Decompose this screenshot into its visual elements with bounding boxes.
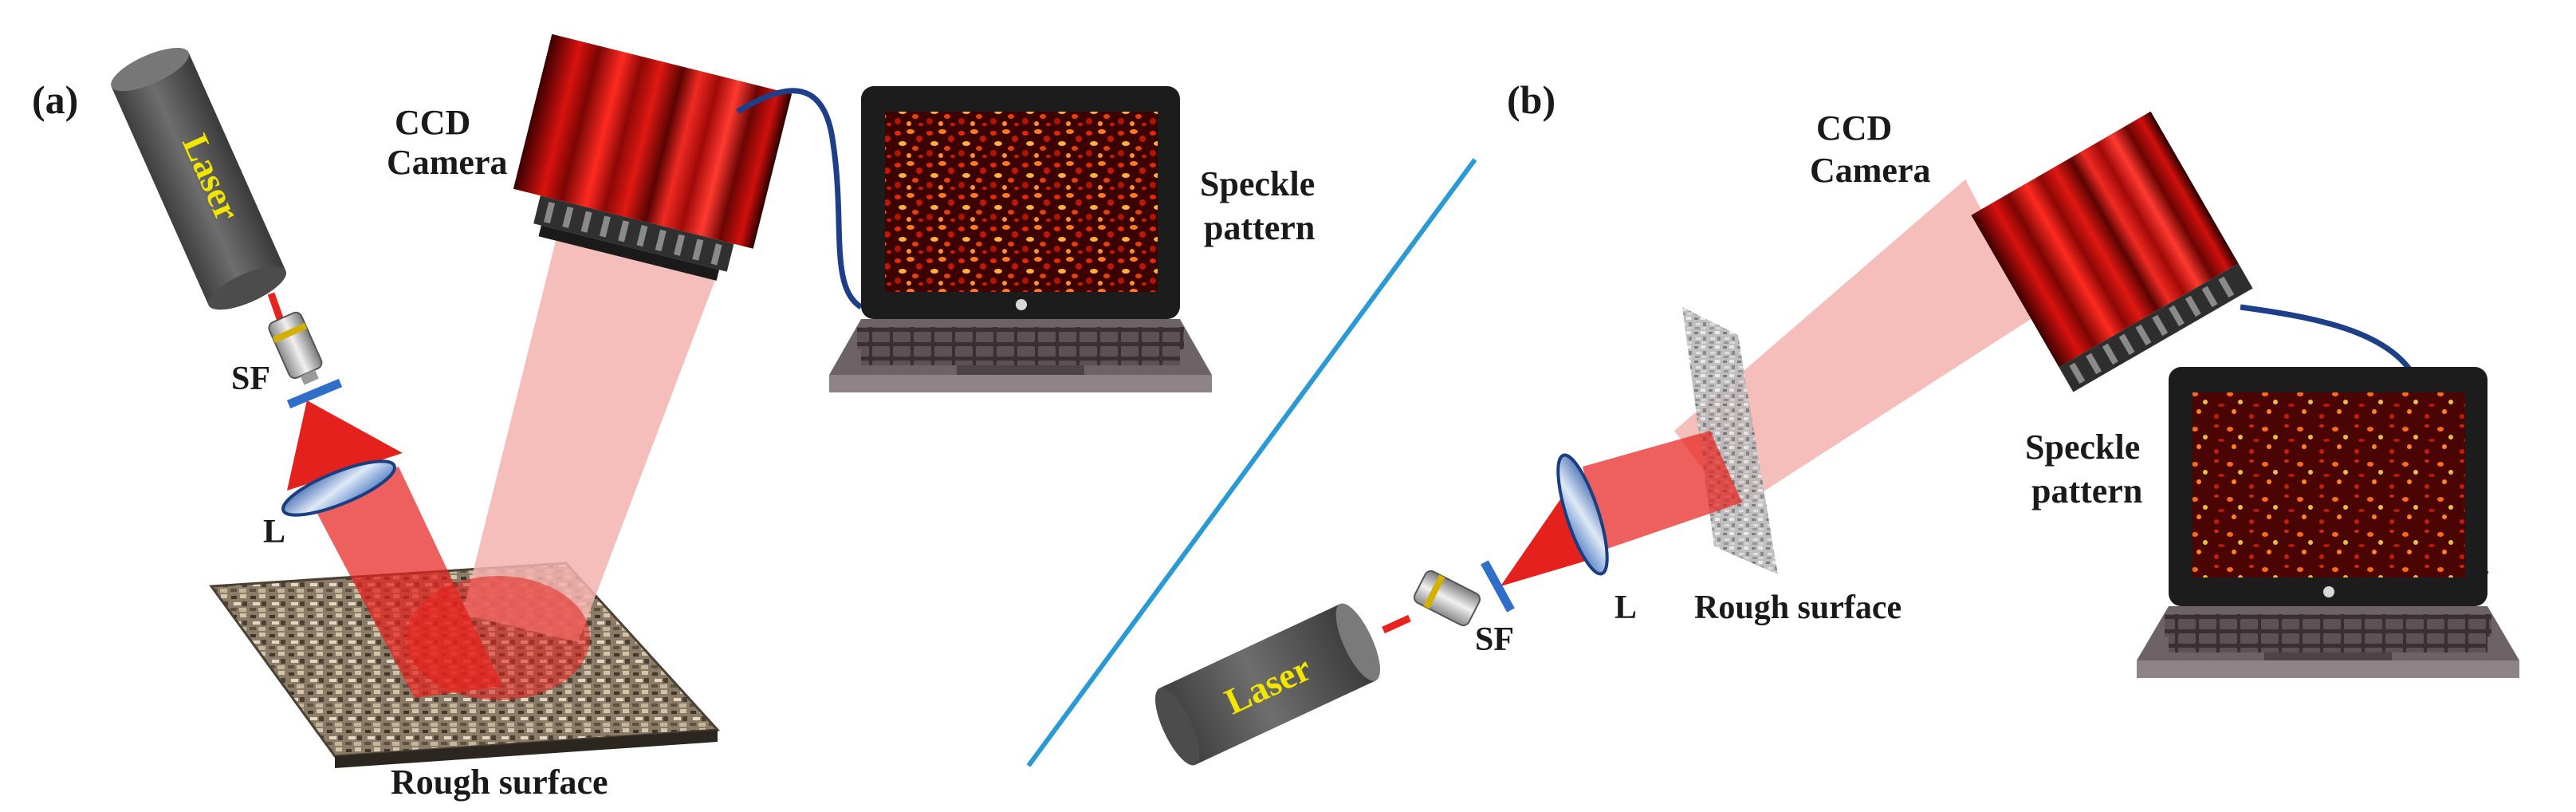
scattered-light-cone xyxy=(462,215,722,642)
spatial-filter-a xyxy=(268,311,323,385)
sf-a-label: SF xyxy=(231,361,270,397)
panel-divider xyxy=(1026,158,1477,767)
camera-b-label-2: Camera xyxy=(1810,151,1931,190)
transmitted-light-cone xyxy=(1674,179,2037,510)
sf-b-label: SF xyxy=(1475,621,1514,658)
laser-beam xyxy=(267,292,285,322)
diverging-beam xyxy=(287,400,403,491)
laser-b: Laser xyxy=(1155,603,1380,766)
spatial-filter-b xyxy=(1413,570,1481,627)
panel-b: (b) L SF Laser Rough surface xyxy=(1155,77,2519,766)
panel-a-tag: (a) xyxy=(32,77,78,122)
rough-surface-edge xyxy=(335,730,718,768)
illuminated-spot xyxy=(407,576,590,700)
laptop-b xyxy=(2137,367,2519,678)
laptop-a xyxy=(829,86,1212,392)
pinhole-b xyxy=(1481,560,1515,613)
ccd-camera-b xyxy=(1971,111,2253,392)
lens-b xyxy=(1556,453,1609,576)
rough-surface-diffuser xyxy=(1682,307,1778,574)
laser-a: Laser xyxy=(111,47,287,310)
monitor-a-label-2: pattern xyxy=(1204,208,1315,247)
panel-b-tag: (b) xyxy=(1507,77,1555,122)
camera-b-label-1: CCD xyxy=(1816,108,1892,148)
surface-a-label: Rough surface xyxy=(391,763,608,802)
monitor-a-label-1: Speckle xyxy=(1200,164,1315,203)
panel-a: (a) Laser SF L xyxy=(32,34,1315,802)
speckle-display-b xyxy=(2193,392,2465,577)
collimated-beam-b xyxy=(1583,431,1742,550)
camera-a-label-2: Camera xyxy=(387,143,508,182)
ccd-camera-a xyxy=(513,34,792,281)
speckle-display-a xyxy=(885,112,1158,292)
lens-b-label: L xyxy=(1614,589,1637,626)
surface-b-label: Rough surface xyxy=(1694,589,1902,626)
lens-a-label: L xyxy=(263,514,285,550)
monitor-b-label-2: pattern xyxy=(2031,471,2142,510)
monitor-b-label-1: Speckle xyxy=(2025,428,2140,467)
cable-a xyxy=(736,88,863,309)
camera-a-label-1: CCD xyxy=(395,103,470,142)
lens-a xyxy=(281,459,396,517)
pinhole-a xyxy=(286,378,343,409)
laser-beam-b xyxy=(1382,614,1411,634)
